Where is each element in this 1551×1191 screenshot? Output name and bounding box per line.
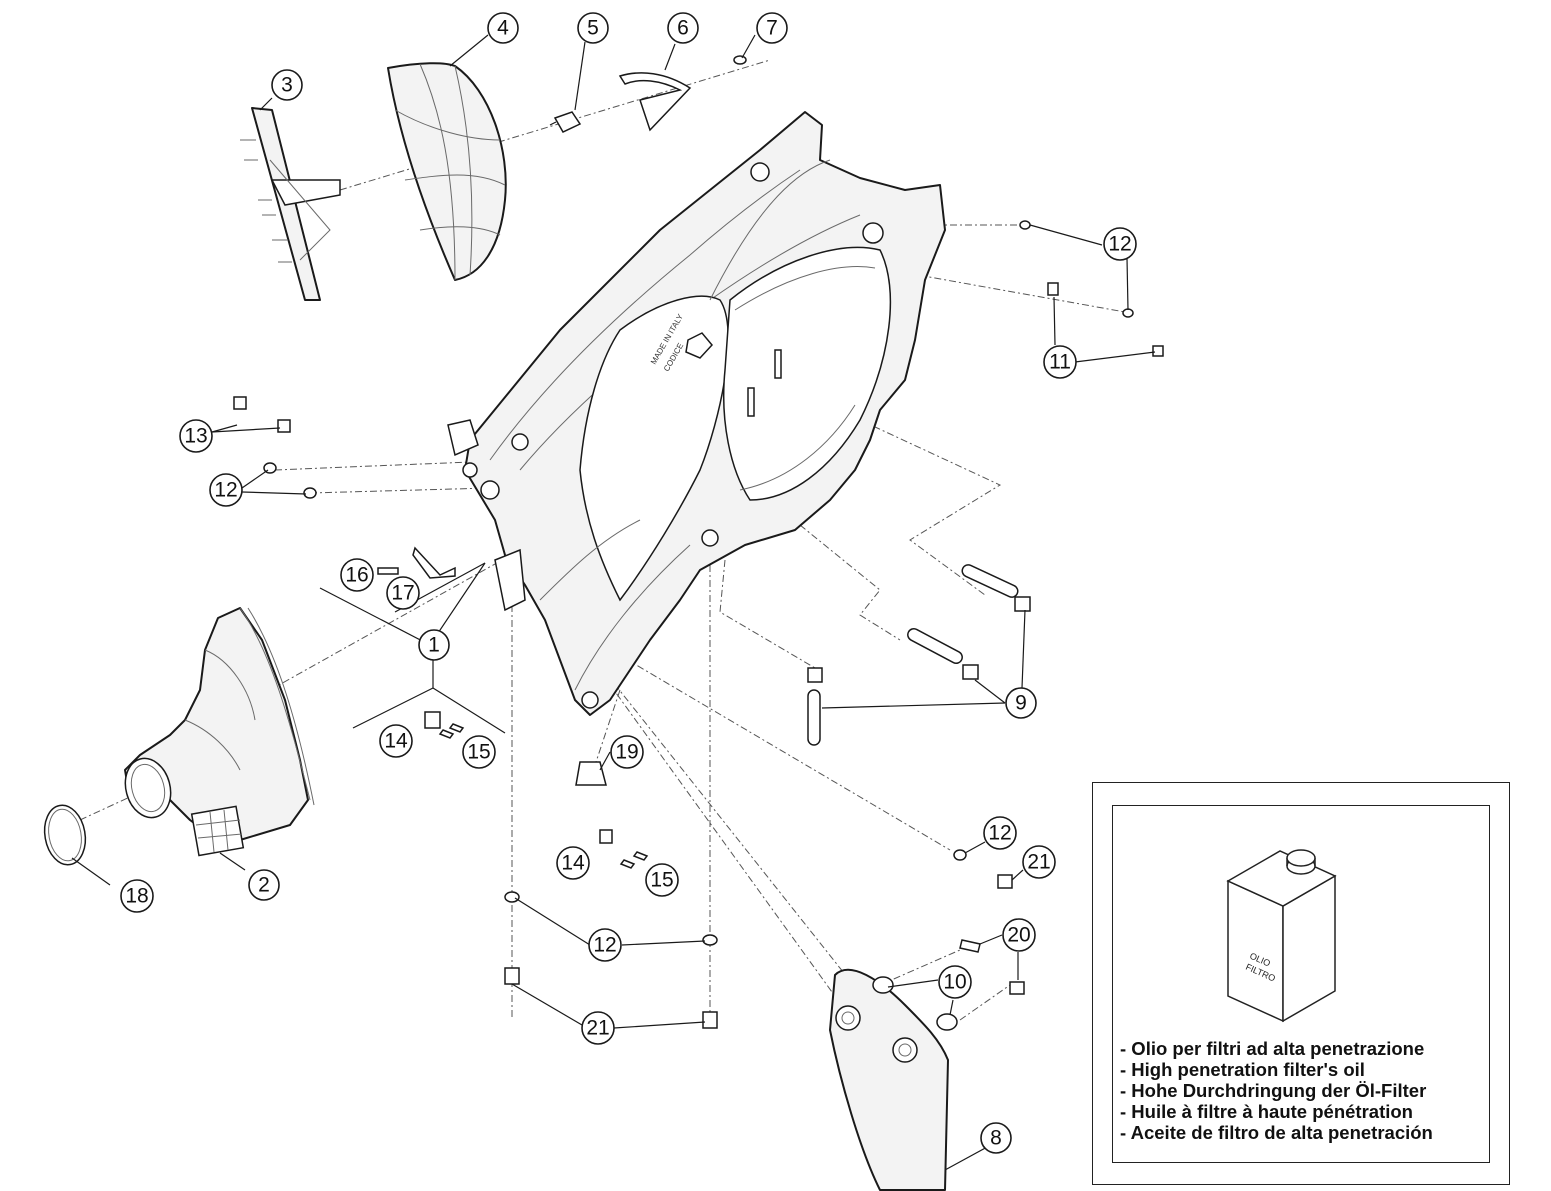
filter-spring-clip — [618, 72, 692, 132]
callout-20-text: 20 — [1007, 924, 1030, 947]
mud-guard-panel — [829, 968, 949, 1191]
callout-18: 18 — [120, 879, 154, 913]
callout-3-text: 3 — [281, 74, 293, 97]
legend-line-spanish: - Aceite de filtro de alta penetración — [1120, 1122, 1433, 1143]
leader-lines — [71, 34, 1156, 1171]
filter-oil-description-list: - Olio per filtri ad alta penetrazione -… — [1120, 1038, 1433, 1143]
callout-11: 11 — [1043, 345, 1077, 379]
callout-9: 9 — [1005, 687, 1037, 719]
airbox-housing: MADE IN ITALY CODICE — [447, 111, 946, 716]
washer-small — [733, 55, 747, 65]
callout-19: 19 — [610, 735, 644, 769]
callout-6-text: 6 — [677, 17, 689, 40]
legend-line-german: - Hohe Durchdringung der Öl-Filter — [1120, 1080, 1427, 1101]
filter-cage — [240, 107, 341, 301]
callout-21-bottom: 21 — [581, 1011, 615, 1045]
callout-10-text: 10 — [943, 971, 966, 994]
hose-clamp — [43, 804, 87, 866]
callout-21-right-text: 21 — [1027, 851, 1050, 874]
callout-14-lower: 14 — [556, 846, 590, 880]
rubber-straps — [807, 564, 1031, 746]
callout-8: 8 — [980, 1122, 1012, 1154]
callout-16: 16 — [340, 558, 374, 592]
oil-can-icon: OLIO FILTRO — [1226, 849, 1337, 1023]
callout-12-bottom: 12 — [588, 928, 622, 962]
intake-duct — [124, 607, 315, 857]
callout-12-top-right-text: 12 — [1108, 233, 1131, 256]
callout-5: 5 — [577, 12, 609, 44]
callout-19-text: 19 — [615, 741, 638, 764]
callout-12-top-right: 12 — [1103, 227, 1137, 261]
callout-9-text: 9 — [1015, 692, 1027, 715]
callout-7-text: 7 — [766, 17, 778, 40]
callout-7: 7 — [756, 12, 788, 44]
callout-21-bottom-text: 21 — [586, 1017, 609, 1040]
callout-6: 6 — [667, 12, 699, 44]
hardware-parts — [233, 220, 1164, 1031]
callout-15-lower: 15 — [645, 863, 679, 897]
filter-oil-legend-box: OLIO FILTRO - Olio per filtri ad alta pe… — [1092, 782, 1510, 1185]
callout-3: 3 — [271, 69, 303, 101]
callout-14-upper: 14 — [379, 724, 413, 758]
callout-14-lower-text: 14 — [561, 852, 585, 875]
legend-line-french: - Huile à filtre à haute pénétration — [1120, 1101, 1413, 1122]
callout-2-text: 2 — [258, 874, 270, 897]
callout-4-text: 4 — [497, 17, 509, 40]
callout-12-left-text: 12 — [214, 479, 237, 502]
callout-12-left: 12 — [209, 473, 243, 507]
callout-15-upper-text: 15 — [467, 741, 490, 764]
callout-16-text: 16 — [345, 564, 368, 587]
filter-screw — [549, 111, 582, 133]
callout-15-lower-text: 15 — [650, 869, 673, 892]
callout-4: 4 — [487, 12, 519, 44]
callout-18-text: 18 — [125, 885, 148, 908]
callout-12-right-text: 12 — [988, 822, 1011, 845]
callout-2: 2 — [248, 869, 280, 901]
callout-8-text: 8 — [990, 1127, 1002, 1150]
legend-line-english: - High penetration filter's oil — [1120, 1059, 1365, 1080]
callout-12-bottom-text: 12 — [593, 934, 616, 957]
callout-5-text: 5 — [587, 17, 599, 40]
callout-20: 20 — [1002, 918, 1036, 952]
air-filter-element — [387, 62, 507, 281]
callout-1: 1 — [418, 629, 450, 661]
callout-17-text: 17 — [391, 582, 414, 605]
callout-17: 17 — [386, 576, 420, 610]
callout-13: 13 — [179, 419, 213, 453]
callout-1-text: 1 — [428, 634, 440, 657]
callout-10: 10 — [938, 965, 972, 999]
callout-15-upper: 15 — [462, 735, 496, 769]
callout-12-right: 12 — [983, 816, 1017, 850]
filter-oil-legend-inner-frame: OLIO FILTRO - Olio per filtri ad alta pe… — [1112, 805, 1490, 1163]
callout-13-text: 13 — [184, 425, 207, 448]
callout-14-upper-text: 14 — [384, 730, 408, 753]
callout-21-right: 21 — [1022, 845, 1056, 879]
legend-line-italian: - Olio per filtri ad alta penetrazione — [1120, 1038, 1425, 1059]
callout-11-text: 11 — [1049, 351, 1071, 374]
